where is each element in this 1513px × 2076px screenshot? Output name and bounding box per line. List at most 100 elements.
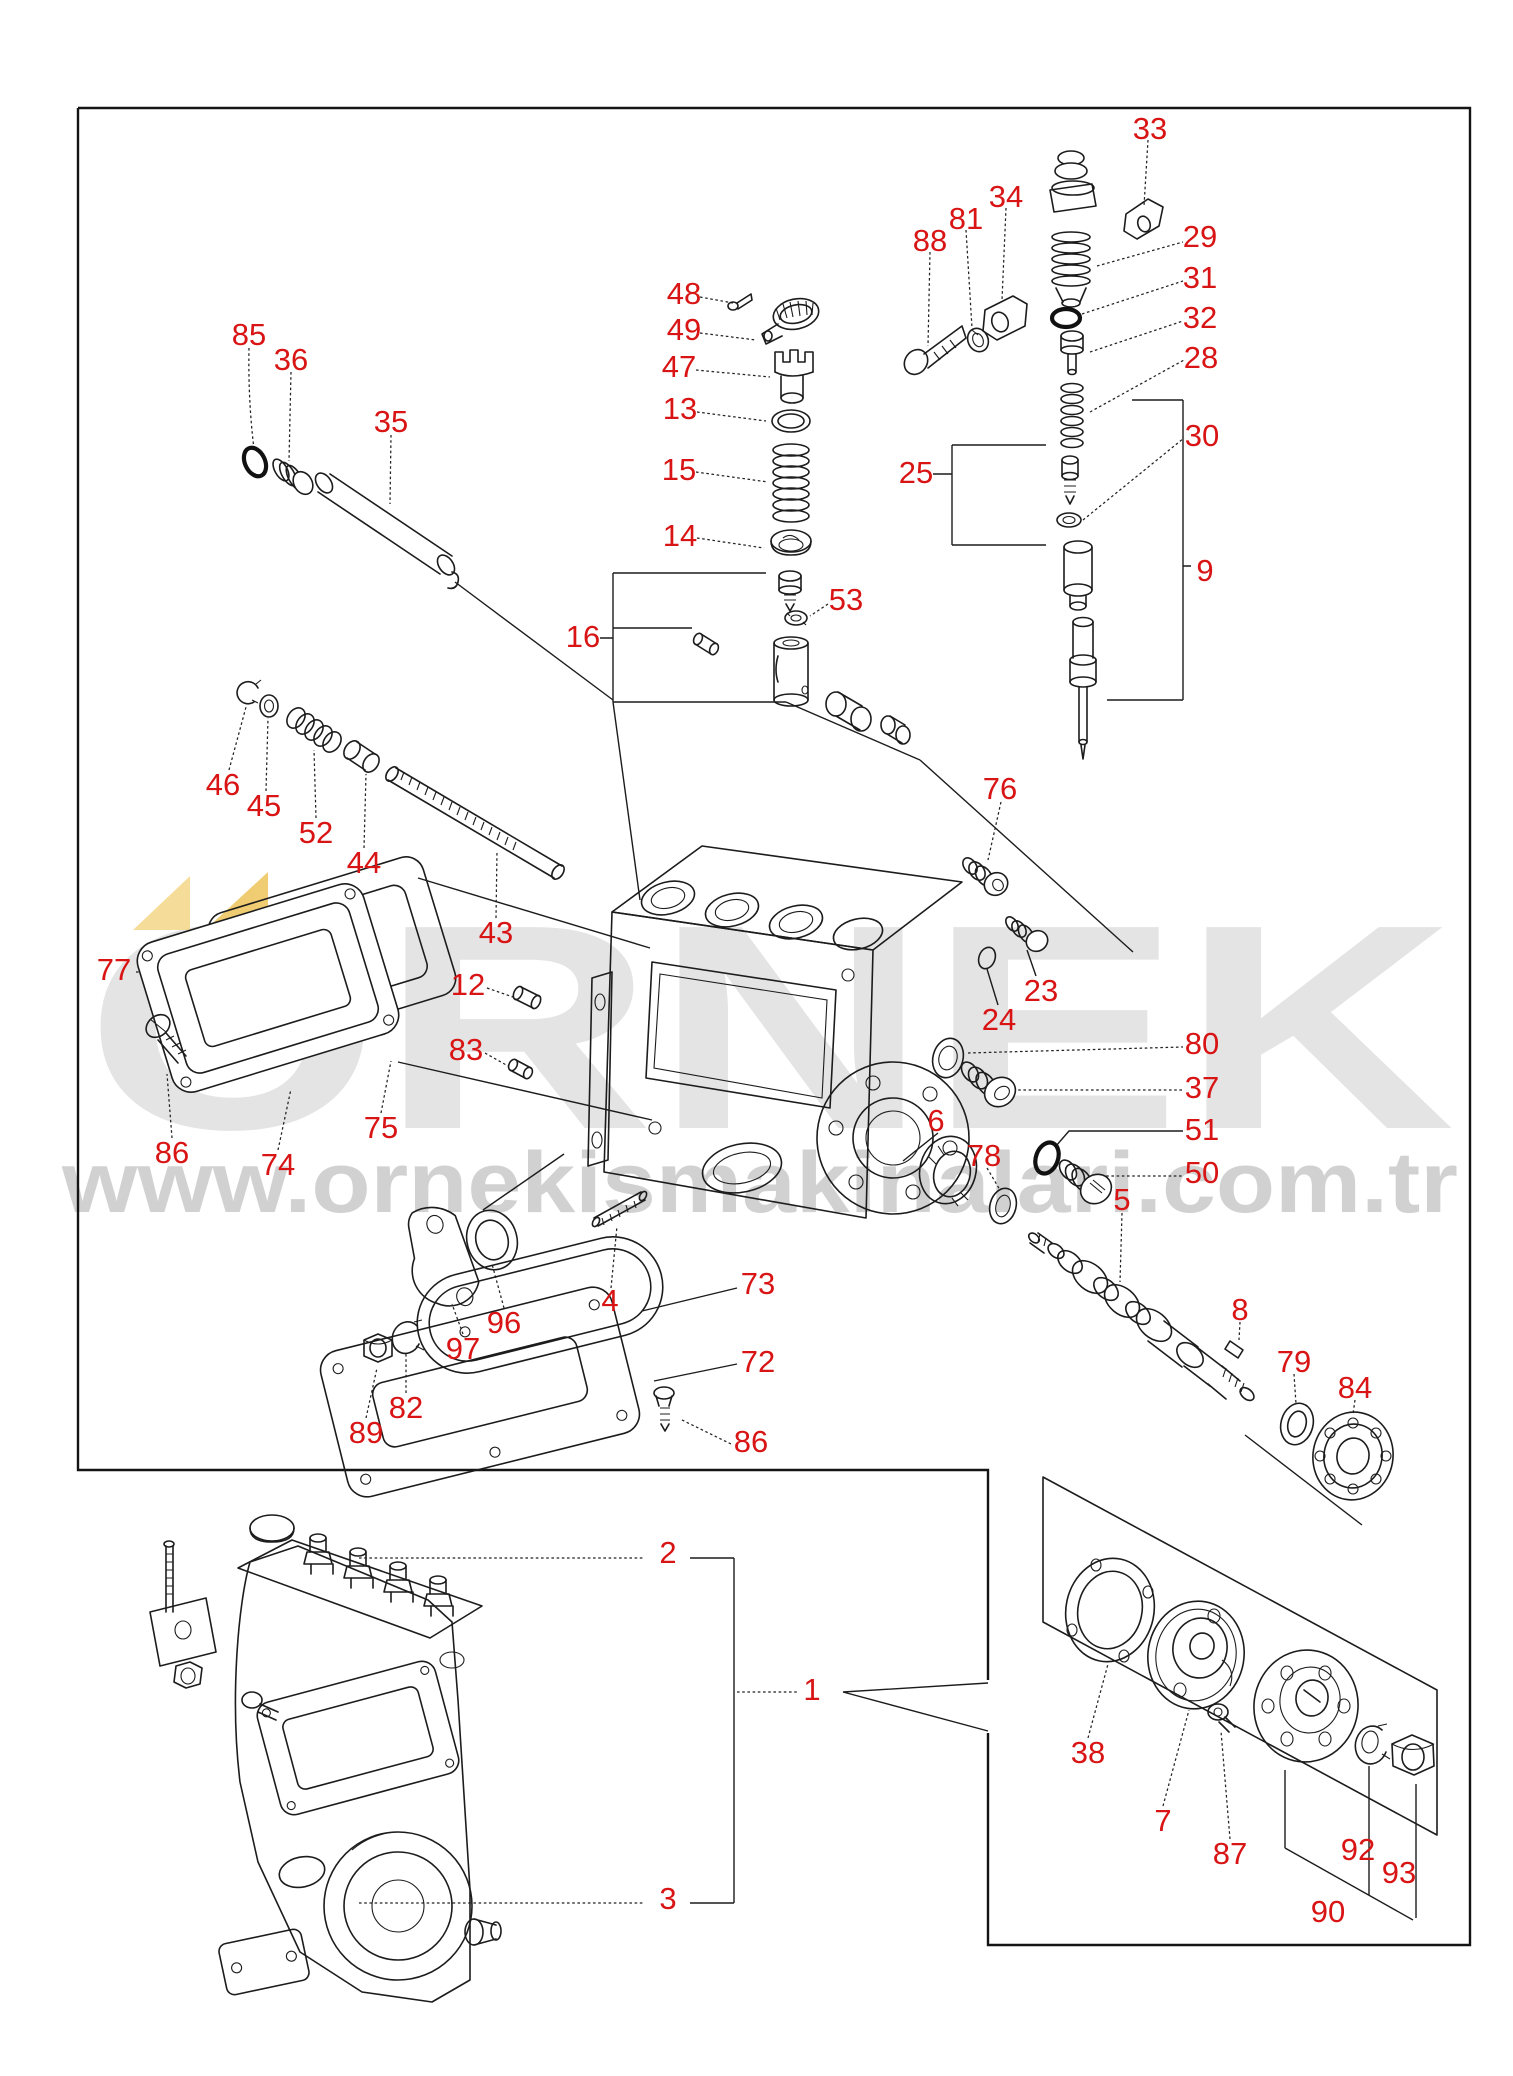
callout-89: 89 (349, 1415, 383, 1450)
part-35-pipe (314, 472, 460, 590)
part-28-spring (1060, 382, 1084, 449)
part-53-washer (784, 610, 808, 626)
part-43-control-rack (385, 766, 565, 880)
part-81-lockwasher (966, 327, 990, 353)
part-51-oring (1033, 1140, 1061, 1176)
callout-7: 7 (1154, 1803, 1171, 1838)
callout-75: 75 (364, 1110, 398, 1145)
callout-78: 78 (967, 1138, 1001, 1173)
callout-2: 2 (659, 1535, 676, 1570)
callout-16: 16 (566, 619, 600, 654)
part-74-cover (136, 883, 400, 1093)
part-73-oring-gasket (416, 1236, 664, 1374)
callout-43: 43 (479, 915, 513, 950)
callout-6: 6 (927, 1103, 944, 1138)
callout-81: 81 (949, 201, 983, 236)
callout-80: 80 (1185, 1026, 1219, 1061)
callout-28: 28 (1184, 340, 1218, 375)
part-76-valve (962, 857, 1009, 897)
part-34-nut (982, 295, 1028, 341)
part-13-seat-washer (771, 409, 811, 433)
part-16-pin (692, 632, 720, 656)
callout-90: 90 (1311, 1894, 1345, 1929)
callout-96: 96 (487, 1305, 521, 1340)
part-36-plug (272, 458, 314, 496)
callout-9: 9 (1196, 553, 1213, 588)
part-86-screw-bottom (653, 1386, 675, 1432)
part-80-washer (931, 1037, 965, 1079)
part-4-stud (591, 1190, 648, 1228)
part-29-injector-holder (1049, 150, 1097, 308)
callout-8: 8 (1231, 1292, 1248, 1327)
part-7-flange (1147, 1600, 1245, 1710)
callout-51: 51 (1185, 1112, 1219, 1147)
drawing-border (76, 106, 1472, 1947)
part-83-pin (507, 1058, 534, 1080)
part-45-washer (259, 694, 279, 718)
part-16-holder-bolt (778, 570, 802, 612)
callout-1: 1 (803, 1672, 820, 1707)
part-housing (587, 845, 970, 1219)
callout-47: 47 (662, 349, 696, 384)
part-97-plate (407, 1206, 480, 1307)
part-48-screw (727, 293, 753, 311)
callout-23: 23 (1024, 973, 1058, 1008)
callout-52: 52 (299, 815, 333, 850)
part-78-bearing-and-shim (918, 1135, 1018, 1225)
callout-4: 4 (601, 1283, 618, 1318)
part-89-nut (363, 1333, 393, 1363)
callout-82: 82 (389, 1390, 423, 1425)
part-24-oring (977, 946, 997, 970)
callout-76: 76 (983, 771, 1017, 806)
coupling-panel (1042, 1476, 1438, 1836)
callout-29: 29 (1183, 219, 1217, 254)
callout-72: 72 (741, 1344, 775, 1379)
callout-74: 74 (261, 1147, 295, 1182)
callout-35: 35 (374, 404, 408, 439)
part-37-plug (960, 1061, 1017, 1108)
callout-15: 15 (662, 452, 696, 487)
callout-12: 12 (451, 967, 485, 1002)
part-47-coupling (774, 349, 814, 404)
callout-37: 37 (1185, 1070, 1219, 1105)
part-93-nut (1391, 1734, 1435, 1776)
callout-36: 36 (274, 342, 308, 377)
part-87-bolt (1207, 1703, 1236, 1733)
part-16-tappet-rollers (825, 691, 911, 745)
callout-77: 77 (97, 952, 131, 987)
assembled-pump (149, 1514, 502, 2003)
callout-5: 5 (1113, 1182, 1130, 1217)
part-86-screw-left (145, 1013, 187, 1064)
leader-lines (136, 139, 1356, 1904)
callout-32: 32 (1183, 300, 1217, 335)
part-15-plunger-spring (772, 443, 810, 523)
part-79-washer (1279, 1402, 1315, 1446)
part-32-delivery-valve (1060, 330, 1084, 376)
callout-93: 93 (1382, 1855, 1416, 1890)
part-33-clamp (1123, 198, 1164, 240)
part-16-barrel (773, 636, 809, 707)
callout-50: 50 (1185, 1155, 1219, 1190)
callout-3: 3 (659, 1881, 676, 1916)
part-8-woodruff-key (1224, 1340, 1244, 1359)
callout-33: 33 (1133, 111, 1167, 146)
part-72-side-cover (319, 1286, 641, 1498)
callout-48: 48 (667, 276, 701, 311)
part-96-gasket-ring (465, 1209, 519, 1271)
part-5-camshaft (1027, 1232, 1255, 1402)
callout-85: 85 (232, 317, 266, 352)
part-82-lockwasher (391, 1319, 425, 1355)
callout-87: 87 (1213, 1836, 1247, 1871)
callout-79: 79 (1277, 1344, 1311, 1379)
callout-97: 97 (446, 1331, 480, 1366)
callout-24: 24 (982, 1002, 1016, 1037)
part-50-plug (1058, 1159, 1113, 1205)
callout-84: 84 (1338, 1370, 1372, 1405)
part-12-pin (512, 985, 542, 1010)
callout-73: 73 (741, 1266, 775, 1301)
watermark-url: www.ornekismakinalari.com.tr (61, 1135, 1458, 1231)
callout-14: 14 (663, 518, 697, 553)
part-49-clamp (761, 297, 820, 345)
